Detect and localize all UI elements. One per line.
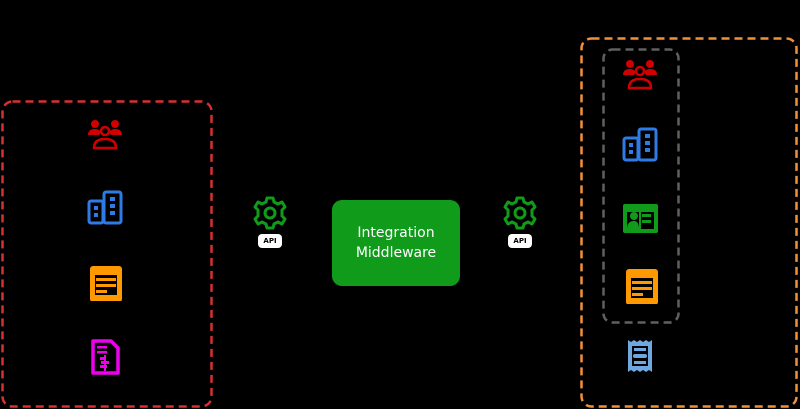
gear-icon [252,195,288,231]
api-badge: API [258,234,282,248]
buildings-icon [622,127,658,163]
gear-icon [502,195,538,231]
inner-group-border [602,48,680,324]
integration-middleware-box: Integration Middleware [332,200,460,286]
middleware-label-line2: Middleware [355,245,437,261]
left-system-group [1,100,213,408]
users-group-icon [87,117,123,153]
id-card-icon [622,200,658,236]
receipt-icon [622,338,658,374]
users-group-icon [622,57,658,93]
right-inner-group [602,48,680,324]
right-system-group [580,37,798,408]
buildings-icon [87,190,123,226]
invoice-icon [87,339,123,375]
api-node-left: API [250,195,290,251]
document-icon [88,265,124,301]
api-node-right: API [500,195,540,251]
document-icon [624,268,660,304]
left-group-border [1,100,213,408]
api-badge: API [508,234,532,248]
right-group-border [580,37,798,408]
middleware-label-line1: Integration [357,225,435,241]
